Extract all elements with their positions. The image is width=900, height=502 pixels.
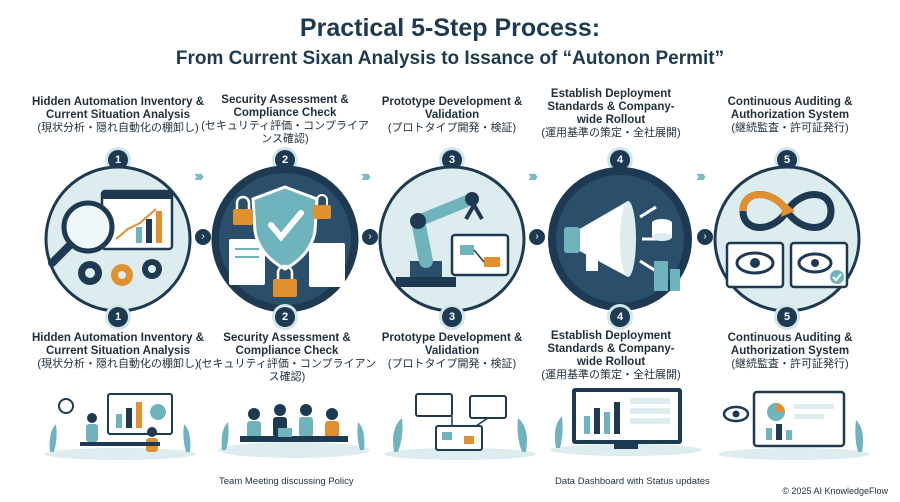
step-4-bottom-label: Establish Deployment Standards & Company…: [541, 330, 681, 381]
step-3-bottom-label: Prototype Development & Validation(プロトタイ…: [381, 332, 523, 370]
connector-node: ›: [529, 229, 545, 245]
data-dashboard-caption: Data Dashboard with Status updates: [555, 476, 710, 487]
magnifier-chart-gears-icon: [44, 165, 192, 313]
step-3-top-label: Prototype Development & Validation(プロトタイ…: [381, 96, 523, 134]
step-3-bottom-badge: 3: [442, 307, 462, 327]
step-5-bottom-badge: 5: [777, 307, 797, 327]
connector-chevrons: ›››: [194, 168, 204, 185]
step-2-top-label: Security Assessment & Compliance Check(セ…: [201, 94, 369, 145]
subtitle: From Current Sixan Analysis to Issance o…: [175, 48, 725, 69]
megaphone-icon: [548, 167, 692, 311]
team-meeting-caption: Team Meeting discussing Policy: [219, 476, 354, 487]
step-2-bottom-label: Security Assessment & Compliance Check(セ…: [197, 332, 377, 383]
step-1-top-badge: 1: [108, 150, 128, 170]
team-meeting-illustration: [218, 404, 370, 458]
connector-chevrons: ›››: [528, 168, 538, 185]
copyright-footer: © 2025 AI KnowledgeFlow: [782, 486, 888, 496]
step-2-top-badge: 2: [275, 150, 295, 170]
step-5-bottom-label: Continuous Auditing & Authorization Syst…: [727, 332, 853, 370]
connector-node: ›: [362, 229, 378, 245]
step-5-top-badge: 5: [777, 150, 797, 170]
connector-node: ›: [195, 229, 211, 245]
main-title: Practical 5-Step Process:: [299, 14, 601, 42]
step-4-top-label: Establish Deployment Standards & Company…: [541, 88, 681, 139]
prototype-workflow-illustration: [384, 393, 536, 460]
step-2-bottom-badge: 2: [275, 307, 295, 327]
step-5-top-label: Continuous Auditing & Authorization Syst…: [727, 96, 853, 134]
step-4-bottom-badge: 4: [610, 307, 630, 327]
connector-node: ›: [697, 229, 713, 245]
step-1-top-label: Hidden Automation Inventory & Current Si…: [31, 96, 205, 134]
data-dashboard-illustration: [550, 388, 702, 456]
shield-lock-icon: [211, 165, 359, 313]
step-1-bottom-label: Hidden Automation Inventory & Current Si…: [31, 332, 205, 370]
step-3-top-badge: 3: [442, 150, 462, 170]
infinity-eye-icon: [713, 165, 861, 313]
analysis-meeting-illustration: [44, 393, 196, 460]
auditing-monitor-illustration: [718, 390, 870, 460]
robot-arm-icon: [378, 165, 526, 313]
step-1-bottom-badge: 1: [108, 307, 128, 327]
step-4-top-badge: 4: [610, 150, 630, 170]
connector-chevrons: ›››: [696, 168, 706, 185]
connector-chevrons: ›››: [361, 168, 371, 185]
